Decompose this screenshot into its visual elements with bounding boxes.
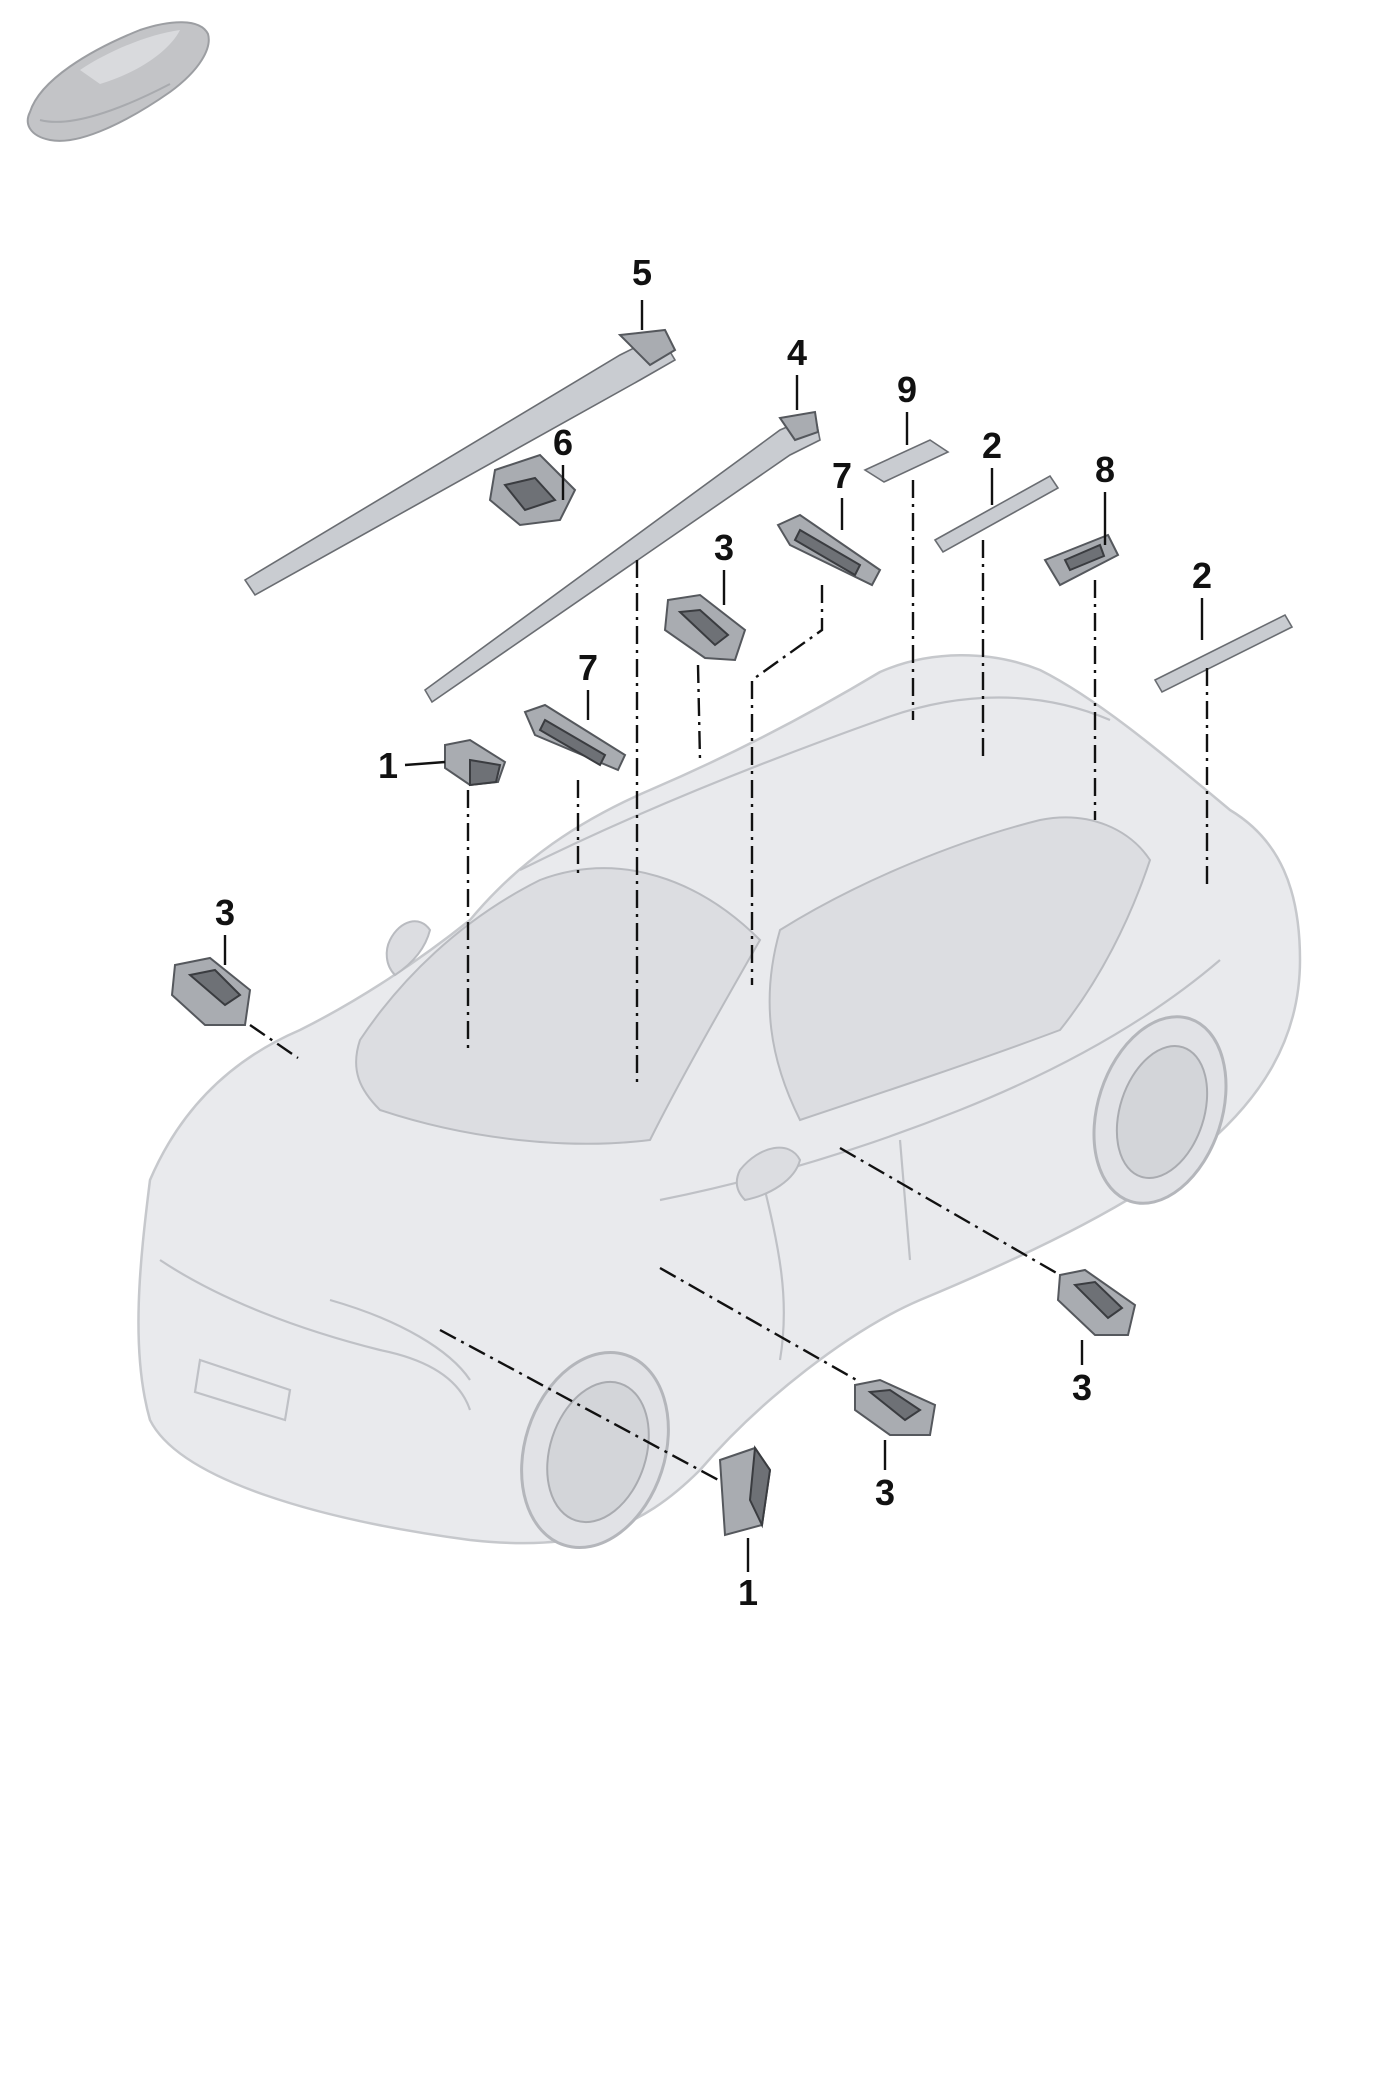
callout-5: 5 [632,252,652,293]
part-7b-sensor[interactable] [523,703,627,772]
callout-3-left: 3 [215,892,235,933]
callout-3-rear-door: 3 [1072,1367,1092,1408]
callout-1-lower: 1 [738,1572,758,1613]
vehicle-outline [137,654,1302,1550]
part-6-module[interactable] [488,453,577,527]
part-9-bracket[interactable] [863,439,950,483]
part-2a-strip[interactable] [933,474,1060,554]
part-3a-handle[interactable] [663,593,747,662]
callout-2-top: 2 [982,425,1002,466]
callout-6: 6 [553,422,573,463]
callout-3-front-door: 3 [875,1472,895,1513]
part-4-rail[interactable] [423,410,821,704]
callout-3-roof: 3 [714,527,734,568]
callout-8: 8 [1095,449,1115,490]
callout-7-top: 7 [832,455,852,496]
part-1b-box[interactable] [718,1445,772,1537]
part-2b-strip[interactable] [1153,613,1294,694]
part-7a-sensor[interactable] [776,513,882,587]
callout-2-right: 2 [1192,555,1212,596]
callout-9: 9 [897,369,917,410]
callout-labels: 5 4 9 6 2 7 8 3 2 7 1 3 3 3 1 [215,252,1212,1613]
part-1a-box[interactable] [444,738,507,787]
installation-lines [249,480,1209,1484]
car-thumbnail-icon[interactable] [26,21,210,142]
callout-4: 4 [787,332,807,373]
part-8-module[interactable] [1043,533,1120,587]
part-3d-handle[interactable] [854,1378,937,1436]
part-5-rail[interactable] [243,328,677,597]
leader-lines [223,300,1204,1572]
callout-7-mid: 7 [578,647,598,688]
part-3c-handle[interactable] [1056,1268,1137,1336]
part-3b-handle[interactable] [170,956,252,1026]
callout-1-upper: 1 [378,745,398,786]
